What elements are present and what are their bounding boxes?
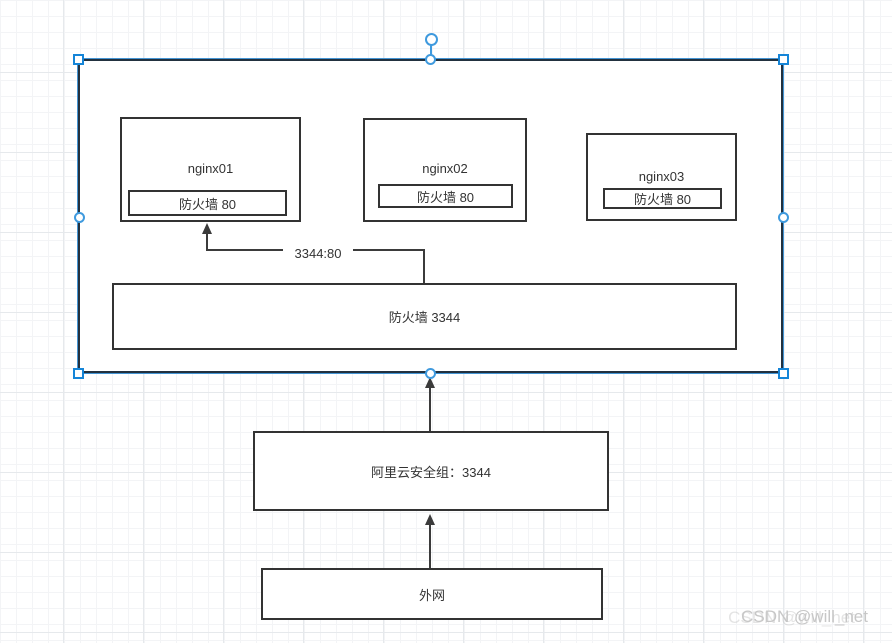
node-nginx02-firewall[interactable]: 防火墙 80 bbox=[378, 184, 513, 208]
rotation-handle[interactable] bbox=[425, 33, 438, 46]
selection-handle-se[interactable] bbox=[778, 368, 789, 379]
selection-handle-ne[interactable] bbox=[778, 54, 789, 65]
edge-port-mapping-segment-up[interactable] bbox=[206, 233, 208, 250]
edge-secgroup-to-container-segment[interactable] bbox=[429, 387, 431, 431]
edge-secgroup-to-container-arrowhead-icon bbox=[425, 377, 435, 388]
edge-internet-to-secgroup-segment[interactable] bbox=[429, 524, 431, 568]
selection-handle-e[interactable] bbox=[778, 212, 789, 223]
selection-handle-nw[interactable] bbox=[73, 54, 84, 65]
node-firewall-3344-label: 防火墙 3344 bbox=[388, 310, 461, 325]
rotation-handle-stem bbox=[430, 43, 432, 55]
node-internet[interactable]: 外网 bbox=[261, 568, 603, 620]
node-security-group[interactable]: 阿里云安全组：3344 bbox=[253, 431, 609, 511]
edge-port-mapping-arrowhead-icon bbox=[202, 223, 212, 234]
node-nginx03-title: nginx03 bbox=[638, 169, 685, 184]
node-nginx02-title: nginx02 bbox=[422, 161, 468, 176]
edge-port-mapping-segment-down[interactable] bbox=[423, 249, 425, 283]
node-nginx03-firewall-label: 防火墙 80 bbox=[633, 192, 692, 207]
node-nginx01[interactable]: nginx01 防火墙 80 bbox=[120, 117, 301, 222]
selection-handle-n[interactable] bbox=[425, 54, 436, 65]
node-nginx02[interactable]: nginx02 防火墙 80 bbox=[363, 118, 527, 222]
watermark: CSDN @will_net bbox=[741, 607, 868, 626]
selection-handle-sw[interactable] bbox=[73, 368, 84, 379]
edge-internet-to-secgroup-arrowhead-icon bbox=[425, 514, 435, 525]
node-internet-label: 外网 bbox=[418, 587, 445, 603]
selection-handle-w[interactable] bbox=[74, 212, 85, 223]
node-nginx02-firewall-label: 防火墙 80 bbox=[416, 189, 475, 205]
node-nginx03-firewall[interactable]: 防火墙 80 bbox=[603, 188, 722, 209]
node-nginx01-firewall-label: 防火墙 80 bbox=[178, 196, 237, 212]
node-nginx01-firewall[interactable]: 防火墙 80 bbox=[128, 190, 287, 216]
edge-port-mapping-label[interactable]: 3344:80 bbox=[283, 246, 353, 262]
node-nginx01-title: nginx01 bbox=[187, 161, 234, 176]
node-firewall-3344[interactable]: 防火墙 3344 bbox=[112, 283, 737, 350]
node-security-group-label: 阿里云安全组：3344 bbox=[371, 464, 491, 480]
selection-handle-s[interactable] bbox=[425, 368, 436, 379]
node-nginx03[interactable]: nginx03 防火墙 80 bbox=[586, 133, 737, 221]
